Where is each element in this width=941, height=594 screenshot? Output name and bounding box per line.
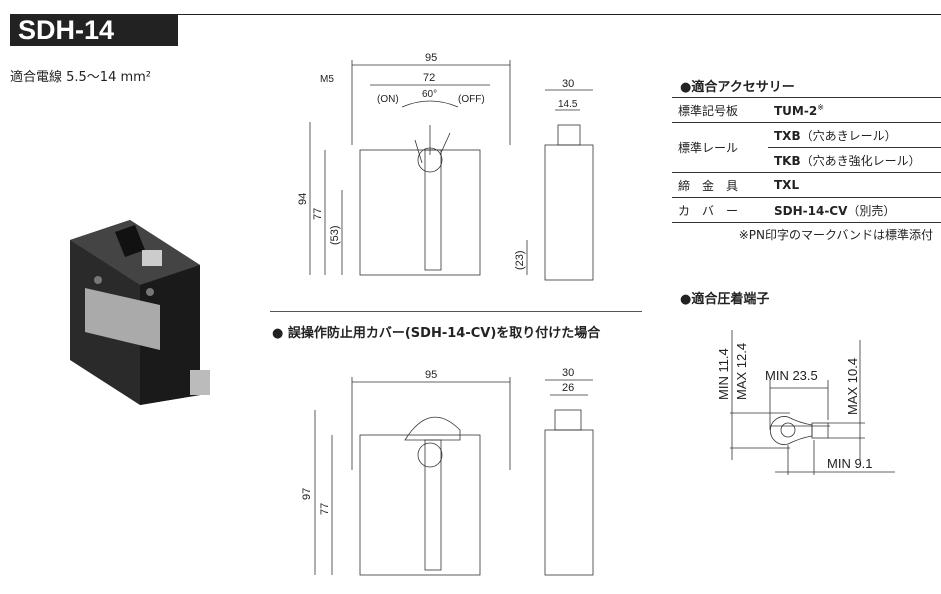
crimp-terminal-diagram: MIN 11.4 MAX 12.4 MIN 23.5 MAX 10.4 MIN …	[716, 330, 895, 475]
min-barrel: MIN 9.1	[827, 456, 873, 471]
header-rule	[10, 14, 941, 15]
max-width: MAX 12.4	[734, 343, 749, 400]
dim-side-width: 30	[562, 78, 574, 90]
product-photo	[70, 220, 210, 405]
dim-side-handle: 14.5	[558, 99, 578, 110]
label-screw: M5	[320, 74, 334, 85]
table-row: TKB（穴あき強化レール）	[672, 148, 941, 173]
dim-height: 97	[301, 488, 313, 500]
dim-terminal: (23)	[514, 250, 526, 270]
dim-body: 77	[319, 503, 331, 515]
dim-height: 94	[297, 193, 309, 205]
applicable-wire: 適合電線 5.5〜14 mm²	[10, 70, 152, 85]
dim-side-width: 30	[562, 367, 574, 379]
min-width: MIN 11.4	[716, 348, 731, 400]
dim-width: 95	[425, 52, 437, 64]
accessories-note: ※PN印字のマークバンドは標準添付	[738, 228, 933, 242]
dim-pitch: 72	[423, 72, 435, 84]
product-title: SDH-14	[10, 14, 178, 46]
accessories-title: ●適合アクセサリー	[680, 80, 795, 95]
dimension-drawing-front-side: 95 72 60° (ON) (OFF) M5 94 77 (53) (23) …	[297, 52, 594, 281]
terminal-title: ●適合圧着端子	[680, 292, 770, 307]
dim-angle: 60°	[422, 89, 437, 100]
label-on: (ON)	[377, 94, 399, 105]
dimension-drawing-with-cover: 95 97 77 30 26	[301, 367, 594, 576]
section-rule	[270, 311, 642, 312]
dim-side-inner: 26	[562, 382, 574, 394]
cover-section-title: ● 誤操作防止用カバー(SDH-14-CV)を取り付けた場合	[272, 326, 601, 341]
dim-lower: (53)	[329, 225, 341, 245]
dim-body: 77	[312, 208, 324, 220]
max-thick: MAX 10.4	[845, 358, 860, 415]
min-length: MIN 23.5	[765, 368, 818, 383]
label-off: (OFF)	[458, 94, 485, 105]
dim-width: 95	[425, 369, 437, 381]
